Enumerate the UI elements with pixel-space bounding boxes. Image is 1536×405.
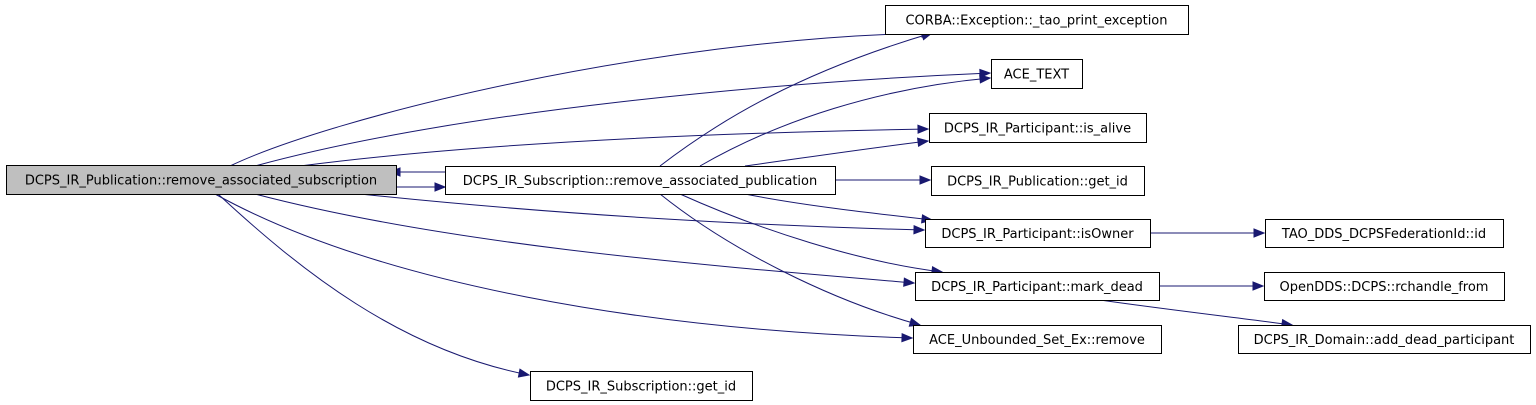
node-rchandle[interactable]: OpenDDS::DCPS::rchandle_from <box>1264 272 1505 301</box>
node-sub-remove[interactable]: DCPS_IR_Subscription::remove_associated_… <box>445 166 836 195</box>
edge-line <box>254 72 991 167</box>
edge-line <box>299 128 929 167</box>
edge-arrowhead <box>434 182 447 192</box>
node-box[interactable] <box>885 5 1189 35</box>
node-corba[interactable]: CORBA::Exception::_tao_print_exception <box>885 5 1189 35</box>
node-label: DCPS_IR_Participant::mark_dead <box>931 280 1143 295</box>
node-fed-id[interactable]: TAO_DDS_DCPSFederationId::id <box>1265 219 1504 248</box>
edge-arrowhead <box>517 368 531 378</box>
node-label: ACE_TEXT <box>1004 68 1069 83</box>
edge-root-to-sub_remove <box>390 182 447 192</box>
edge-root-to-ace_text <box>254 68 992 167</box>
edge-line <box>744 193 933 221</box>
edge-sub_remove-to-pub_get_id <box>835 175 932 185</box>
node-mark-dead[interactable]: DCPS_IR_Participant::mark_dead <box>915 272 1160 301</box>
edge-arrowhead <box>917 124 930 134</box>
edge-arrowhead <box>901 332 914 343</box>
edge-mark_dead-to-add_dead <box>1099 299 1294 329</box>
node-set-remove[interactable]: ACE_Unbounded_Set_Ex::remove <box>913 325 1162 354</box>
node-label: DCPS_IR_Publication::get_id <box>947 175 1128 190</box>
edge-arrowhead <box>919 175 932 185</box>
edge-sub_remove-to-is_owner <box>744 193 934 224</box>
edge-line <box>679 193 943 273</box>
edge-is_owner-to-fed_id <box>1150 228 1266 238</box>
node-box[interactable] <box>913 325 1162 354</box>
node-box[interactable] <box>915 272 1160 301</box>
edge-line <box>217 193 530 376</box>
node-box[interactable] <box>991 59 1083 89</box>
node-label: DCPS_IR_Participant::isOwner <box>941 227 1134 242</box>
edge-root-to-sub_get_id <box>217 193 531 378</box>
node-add-dead[interactable]: DCPS_IR_Domain::add_dead_participant <box>1238 325 1531 354</box>
edge-root-to-is_owner <box>359 193 926 235</box>
edge-line <box>254 193 915 284</box>
node-sub-get-id[interactable]: DCPS_IR_Subscription::get_id <box>530 371 753 401</box>
node-box[interactable] <box>1264 272 1505 301</box>
node-label: DCPS_IR_Participant::is_alive <box>944 122 1131 137</box>
edge-arrowhead <box>1252 281 1265 291</box>
node-label: DCPS_IR_Domain::add_dead_participant <box>1254 333 1515 348</box>
edge-line <box>744 140 929 167</box>
node-label: DCPS_IR_Subscription::remove_associated_… <box>463 174 817 189</box>
nodes-layer: DCPS_IR_Publication::remove_associated_s… <box>6 5 1531 401</box>
edge-root-to-mark_dead <box>254 193 916 287</box>
edge-sub_remove-to-mark_dead <box>679 193 944 276</box>
node-box[interactable] <box>1238 325 1531 354</box>
node-box[interactable] <box>445 166 836 195</box>
node-is-alive[interactable]: DCPS_IR_Participant::is_alive <box>929 113 1147 143</box>
edge-root-to-corba <box>229 28 934 167</box>
edge-sub_remove-to-is_alive <box>744 137 930 167</box>
node-is-owner[interactable]: DCPS_IR_Participant::isOwner <box>925 219 1151 248</box>
node-box[interactable] <box>931 166 1145 196</box>
edge-line <box>229 32 933 167</box>
node-box[interactable] <box>530 371 753 401</box>
edges-layer <box>214 28 1294 378</box>
node-ace-text[interactable]: ACE_TEXT <box>991 59 1083 89</box>
node-label: CORBA::Exception::_tao_print_exception <box>905 14 1167 29</box>
edge-sub_remove-to-root <box>388 167 445 177</box>
edge-line <box>699 77 991 167</box>
edge-arrowhead <box>979 74 992 84</box>
edge-arrowhead <box>913 225 926 235</box>
edge-line <box>214 193 913 339</box>
node-label: DCPS_IR_Publication::remove_associated_s… <box>25 174 377 189</box>
node-box[interactable] <box>1265 219 1504 248</box>
node-label: TAO_DDS_DCPSFederationId::id <box>1281 227 1486 242</box>
edge-root-to-is_alive <box>299 124 930 167</box>
edge-line <box>659 32 933 167</box>
edge-arrowhead <box>917 137 930 147</box>
node-root[interactable]: DCPS_IR_Publication::remove_associated_s… <box>6 165 397 195</box>
node-label: DCPS_IR_Subscription::get_id <box>546 380 736 395</box>
edge-line <box>1099 299 1293 326</box>
edge-root-to-set_remove <box>214 193 914 343</box>
edge-line <box>359 193 925 231</box>
node-label: ACE_Unbounded_Set_Ex::remove <box>929 333 1145 348</box>
node-box[interactable] <box>929 113 1147 143</box>
edge-line <box>659 193 921 326</box>
node-box[interactable] <box>6 165 397 195</box>
node-box[interactable] <box>925 219 1151 248</box>
edge-arrowhead <box>1253 228 1266 238</box>
node-pub-get-id[interactable]: DCPS_IR_Publication::get_id <box>931 166 1145 196</box>
node-label: OpenDDS::DCPS::rchandle_from <box>1280 280 1489 295</box>
edge-mark_dead-to-rchandle <box>1159 281 1265 291</box>
edge-sub_remove-to-ace_text <box>699 74 992 167</box>
edge-arrowhead <box>903 277 916 287</box>
